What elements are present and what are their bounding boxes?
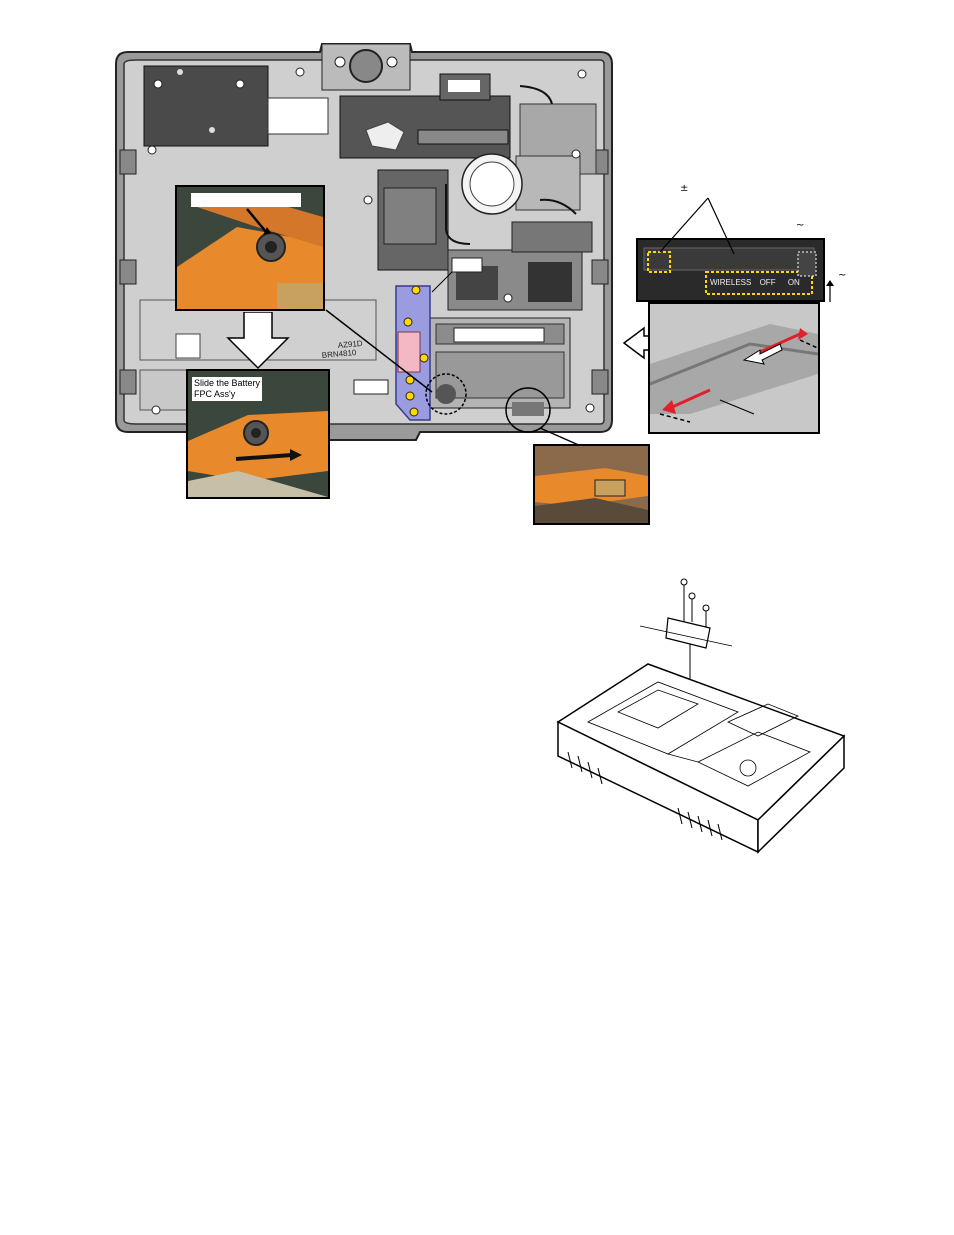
plus-minus-symbol: ±: [680, 183, 689, 194]
laptop-iso-diagram: [556, 578, 846, 854]
photo-top-left: [175, 185, 325, 311]
switch-panel-photo: WIRELESS OFF ON: [636, 238, 825, 302]
highlight-box-left: [647, 251, 671, 273]
photo-label-line1: Slide the Battery: [194, 378, 261, 388]
board-code-1: AZ91D: [337, 339, 363, 350]
tilde-symbol-top: ~: [796, 220, 805, 231]
tilde-symbol-side: ~: [838, 270, 847, 281]
highlight-box-wireless: [705, 271, 813, 295]
on-label: ON: [787, 278, 800, 287]
photo-label-line2: FPC Ass'y: [194, 389, 236, 399]
off-label: OFF: [759, 278, 776, 287]
wireless-label: WIRELESS: [710, 278, 752, 287]
photo-connector-closeup: [533, 444, 650, 525]
photo-bottom-left: Slide the Battery FPC Ass'y: [186, 369, 330, 499]
slot-detail-photo: [648, 302, 820, 434]
board-code-2: BRN4810: [321, 348, 357, 360]
down-arrow: [226, 312, 290, 370]
switch-callouts: [659, 197, 834, 302]
